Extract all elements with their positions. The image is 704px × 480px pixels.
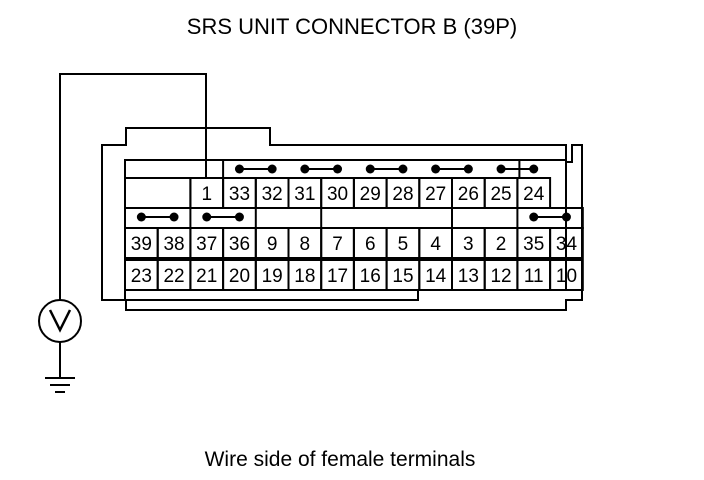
terminal-label-3: 3 — [463, 234, 474, 255]
ground-icon — [45, 377, 75, 393]
terminal-label-10: 10 — [556, 266, 577, 287]
terminal-label-27: 27 — [425, 184, 446, 205]
shorting-bar-top-2 — [300, 164, 343, 174]
terminal-label-5: 5 — [398, 234, 409, 255]
terminal-label-32: 32 — [262, 184, 283, 205]
terminal-label-19: 19 — [262, 266, 283, 287]
empty-cell-block — [124, 177, 192, 209]
terminal-label-24: 24 — [523, 184, 545, 205]
shorting-bar-top-5 — [496, 164, 539, 174]
terminal-label-36: 36 — [229, 234, 250, 255]
middle-bar-strip — [124, 207, 584, 229]
terminal-label-14: 14 — [425, 266, 447, 287]
terminal-label-21: 21 — [196, 266, 217, 287]
diagram-caption: Wire side of female terminals — [204, 448, 476, 471]
probe-wire — [59, 73, 207, 300]
terminal-label-35: 35 — [523, 234, 544, 255]
terminal-label-37: 37 — [196, 234, 217, 255]
terminal-label-33: 33 — [229, 184, 250, 205]
terminal-label-18: 18 — [294, 266, 315, 287]
connector-housing — [101, 127, 583, 311]
voltmeter-icon — [38, 299, 82, 343]
terminal-label-22: 22 — [163, 266, 184, 287]
terminal-label-12: 12 — [490, 266, 511, 287]
terminal-label-31: 31 — [294, 184, 315, 205]
terminal-label-38: 38 — [163, 234, 184, 255]
shorting-bar-37-36 — [202, 212, 244, 222]
terminal-label-30: 30 — [327, 184, 348, 205]
terminal-label-11: 11 — [524, 266, 544, 287]
terminal-cell-10 — [549, 259, 584, 291]
diagram-title: SRS UNIT CONNECTOR B (39P) — [186, 14, 518, 39]
shorting-bar-39-38 — [136, 212, 179, 222]
terminal-label-17: 17 — [327, 266, 348, 287]
shorting-bars — [124, 159, 584, 229]
shorting-bar-top-4 — [431, 164, 473, 174]
terminal-label-4: 4 — [430, 234, 441, 255]
terminal-label-6: 6 — [365, 234, 376, 255]
terminal-label-39: 39 — [131, 234, 152, 255]
terminal-label-15: 15 — [392, 266, 413, 287]
terminal-label-34: 34 — [556, 234, 578, 255]
terminal-label-20: 20 — [229, 266, 250, 287]
terminal-label-1: 1 — [201, 184, 212, 205]
shorting-bar-top-1 — [234, 164, 277, 174]
terminal-label-23: 23 — [131, 266, 152, 287]
terminal-label-2: 2 — [496, 234, 507, 255]
shorting-bar-35-34 — [529, 212, 571, 222]
terminal-label-28: 28 — [392, 184, 413, 205]
terminal-label-8: 8 — [300, 234, 311, 255]
terminal-label-13: 13 — [458, 266, 479, 287]
terminal-label-25: 25 — [490, 184, 511, 205]
terminal-label-7: 7 — [332, 234, 343, 255]
terminal-label-29: 29 — [360, 184, 381, 205]
terminal-label-26: 26 — [458, 184, 479, 205]
terminal-label-16: 16 — [360, 266, 381, 287]
terminal-label-9: 9 — [267, 234, 278, 255]
shorting-bar-top-3 — [365, 164, 408, 174]
